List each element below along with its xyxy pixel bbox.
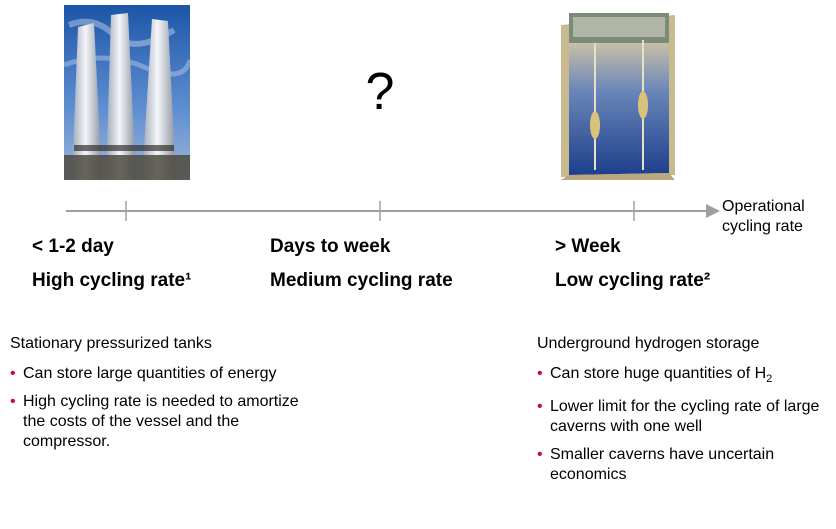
range-medium: Days to week [270, 236, 391, 257]
rate-high: High cycling rate¹ [32, 270, 192, 291]
left-bullet-2: High cycling rate is needed to amortize … [10, 392, 310, 452]
left-panel-bullets: Can store large quantities of energy Hig… [10, 364, 310, 460]
axis-title: Operational cycling rate [722, 197, 805, 237]
h2-subscript: 2 [766, 373, 773, 386]
rate-medium: Medium cycling rate [270, 270, 453, 291]
left-bullet-1: Can store large quantities of energy [10, 364, 310, 384]
axis-arrowhead [706, 204, 720, 218]
axis-title-line2: cycling rate [722, 218, 803, 235]
right-bullet-3: Smaller caverns have uncertain economics [537, 445, 832, 485]
h2-symbol: H [754, 365, 767, 382]
rate-low: Low cycling rate² [555, 270, 711, 291]
right-bullet-1: Can store huge quantities of H2 [537, 364, 832, 389]
right-bullet-1-text: Can store huge quantities of [550, 365, 751, 382]
right-panel-bullets: Can store huge quantities of H2 Lower li… [537, 364, 832, 493]
left-panel-intro: Stationary pressurized tanks [10, 335, 212, 352]
right-bullet-2: Lower limit for the cycling rate of larg… [537, 397, 832, 437]
cycling-rate-axis [66, 201, 720, 221]
axis-title-line1: Operational [722, 198, 805, 215]
range-low: > Week [555, 236, 621, 257]
pressurized-tanks-photo [64, 5, 190, 180]
h2-formula: H2 [754, 365, 773, 386]
underground-cavern-photo [555, 5, 681, 180]
right-panel-intro: Underground hydrogen storage [537, 335, 760, 352]
range-high: < 1-2 day [32, 236, 114, 257]
unknown-storage-question-mark: ? [365, 63, 395, 121]
